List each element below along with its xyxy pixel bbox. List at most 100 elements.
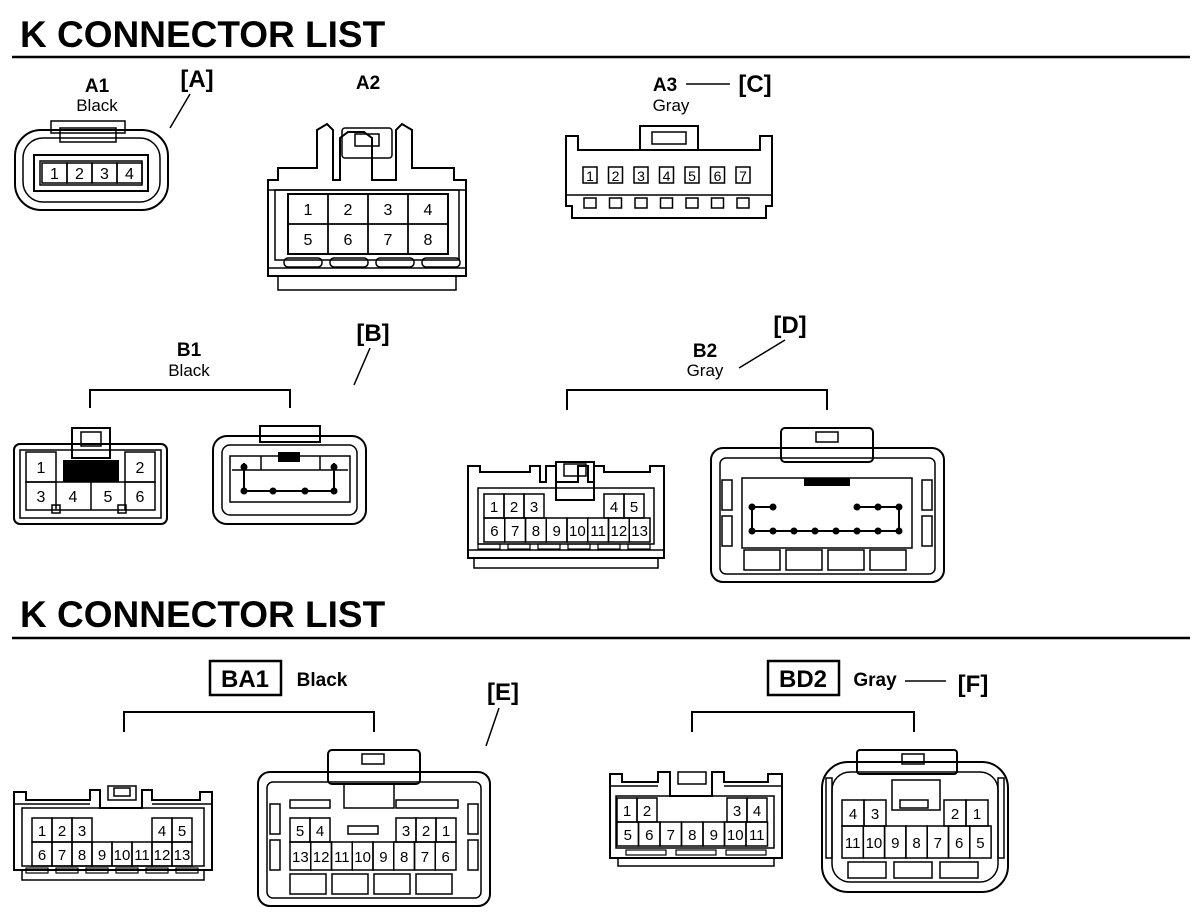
a2-pin-1: 1 (304, 202, 313, 219)
a3-pin-3: 3 (637, 168, 645, 184)
bd2-pin-6: 6 (645, 827, 653, 844)
bd2-mirror-pin-10: 10 (866, 835, 883, 852)
b2-front-latch-inner (563, 463, 587, 477)
b1-front-inner (19, 449, 162, 519)
bd2-bracket (691, 711, 915, 732)
a2-skirt (277, 276, 457, 291)
ba1-mirror-pin-6: 6 (441, 849, 449, 866)
bd2-mirror-pin-1: 1 (973, 806, 981, 823)
ba1-pin-6: 6 (38, 847, 46, 864)
a3-pin-1-cell (582, 166, 598, 184)
b2-rear-body (710, 447, 945, 583)
a1-leader-line (169, 93, 191, 129)
b2-pin-1: 1 (490, 499, 498, 516)
b2-rear-key (804, 478, 850, 486)
b1-terminal-dot (330, 487, 338, 495)
ba1-pin-13-cell (171, 841, 193, 867)
ba1-foot (25, 867, 49, 874)
b1-rear-latch (259, 425, 321, 443)
a2-pin-8: 8 (424, 232, 433, 249)
ba1-pin-2: 2 (58, 823, 66, 840)
ba1-pin-7: 7 (58, 847, 66, 864)
ba1-mirror-pin-3: 3 (402, 823, 410, 840)
b1-color: Black (168, 361, 210, 380)
section-title-2: K CONNECTOR LIST (20, 594, 386, 635)
b2-rear-latch (780, 427, 874, 463)
ba1-color: Black (297, 670, 348, 691)
b2-rear-foot (785, 549, 823, 571)
ba1-mirror-pin-10: 10 (354, 849, 371, 866)
b2-terminal-dot (748, 503, 756, 511)
b2-rear-foot (743, 549, 781, 571)
bd2-code-box (766, 659, 841, 697)
ba1-mirror-pin-12: 12 (313, 849, 330, 866)
b2-terminal-dot (769, 503, 777, 511)
bd2-pin-11-cell (745, 821, 769, 847)
b1-front-tab-left (51, 504, 61, 514)
ba1-pin-13: 13 (174, 847, 191, 864)
ba1-mirror-pin-1: 1 (442, 823, 450, 840)
b2-terminal-dot (811, 527, 819, 535)
bd2-foot (725, 849, 767, 856)
bd2-mirror-pin-5-cell (969, 825, 992, 859)
ba1-mirror-pin-8: 8 (400, 849, 408, 866)
a3-code: A3 (653, 75, 677, 96)
a1-inner (22, 137, 161, 203)
bd2-pin-3: 3 (733, 803, 741, 820)
a2-body (267, 122, 467, 277)
b1-code: B1 (177, 340, 202, 361)
a3-pin-2: 2 (612, 168, 620, 184)
b2-rear-foot (869, 549, 907, 571)
a3-pin-6: 6 (714, 168, 722, 184)
a1-pin-1: 1 (50, 166, 59, 183)
b1-front-latch (71, 427, 111, 459)
b2-pin-12: 12 (611, 523, 628, 540)
ba1-rear-foot (289, 873, 327, 895)
a1-pin-4: 4 (125, 166, 134, 183)
ba1-mirror-pin-13: 13 (292, 849, 309, 866)
b2-front-skirt (473, 558, 659, 569)
a3-foot (736, 197, 750, 209)
ba1-leader-line (485, 707, 500, 747)
b2-pin-9: 9 (552, 523, 560, 540)
bd2-pin-7: 7 (667, 827, 675, 844)
a3-pin-1: 1 (586, 168, 594, 184)
bd2-color: Gray (853, 670, 897, 691)
a1-color: Black (76, 96, 118, 115)
ba1-foot (145, 867, 169, 874)
b2-terminal-dot (874, 503, 882, 511)
ba1-mirror-pin-11: 11 (334, 849, 350, 866)
b2-terminal-dot (895, 503, 903, 511)
bd2-mirror-pin-3: 3 (871, 806, 879, 823)
b1-pin-2: 2 (136, 460, 145, 477)
bd2-foot (625, 849, 667, 856)
ba1-front-body (13, 789, 213, 871)
b2-pin-4: 4 (610, 499, 618, 516)
ba1-rear-foot (415, 873, 453, 895)
ba1-pin-5: 5 (178, 823, 186, 840)
bd2-mirror-pin-8: 8 (912, 835, 920, 852)
a2-pin-3: 3 (384, 202, 393, 219)
a3-pin-4: 4 (663, 168, 671, 184)
ba1-code-box (208, 659, 283, 697)
b2-bracket (566, 389, 828, 410)
ba1-pin-9: 9 (98, 847, 106, 864)
a3-foot (634, 197, 648, 209)
bd2-mirror-pin-11: 11 (845, 835, 861, 852)
a2-pin-4: 4 (424, 202, 433, 219)
a2-pin-8-cell (407, 223, 449, 255)
ba1-mirror-pin-5: 5 (296, 823, 304, 840)
b2-pin-13: 13 (631, 523, 648, 540)
a2-foot (329, 257, 369, 268)
bd2-code: BD2 (779, 666, 827, 693)
bd2-mirror-pin-4: 4 (849, 806, 857, 823)
ba1-mirror-pin-2: 2 (422, 823, 430, 840)
ba1-foot (175, 867, 199, 874)
